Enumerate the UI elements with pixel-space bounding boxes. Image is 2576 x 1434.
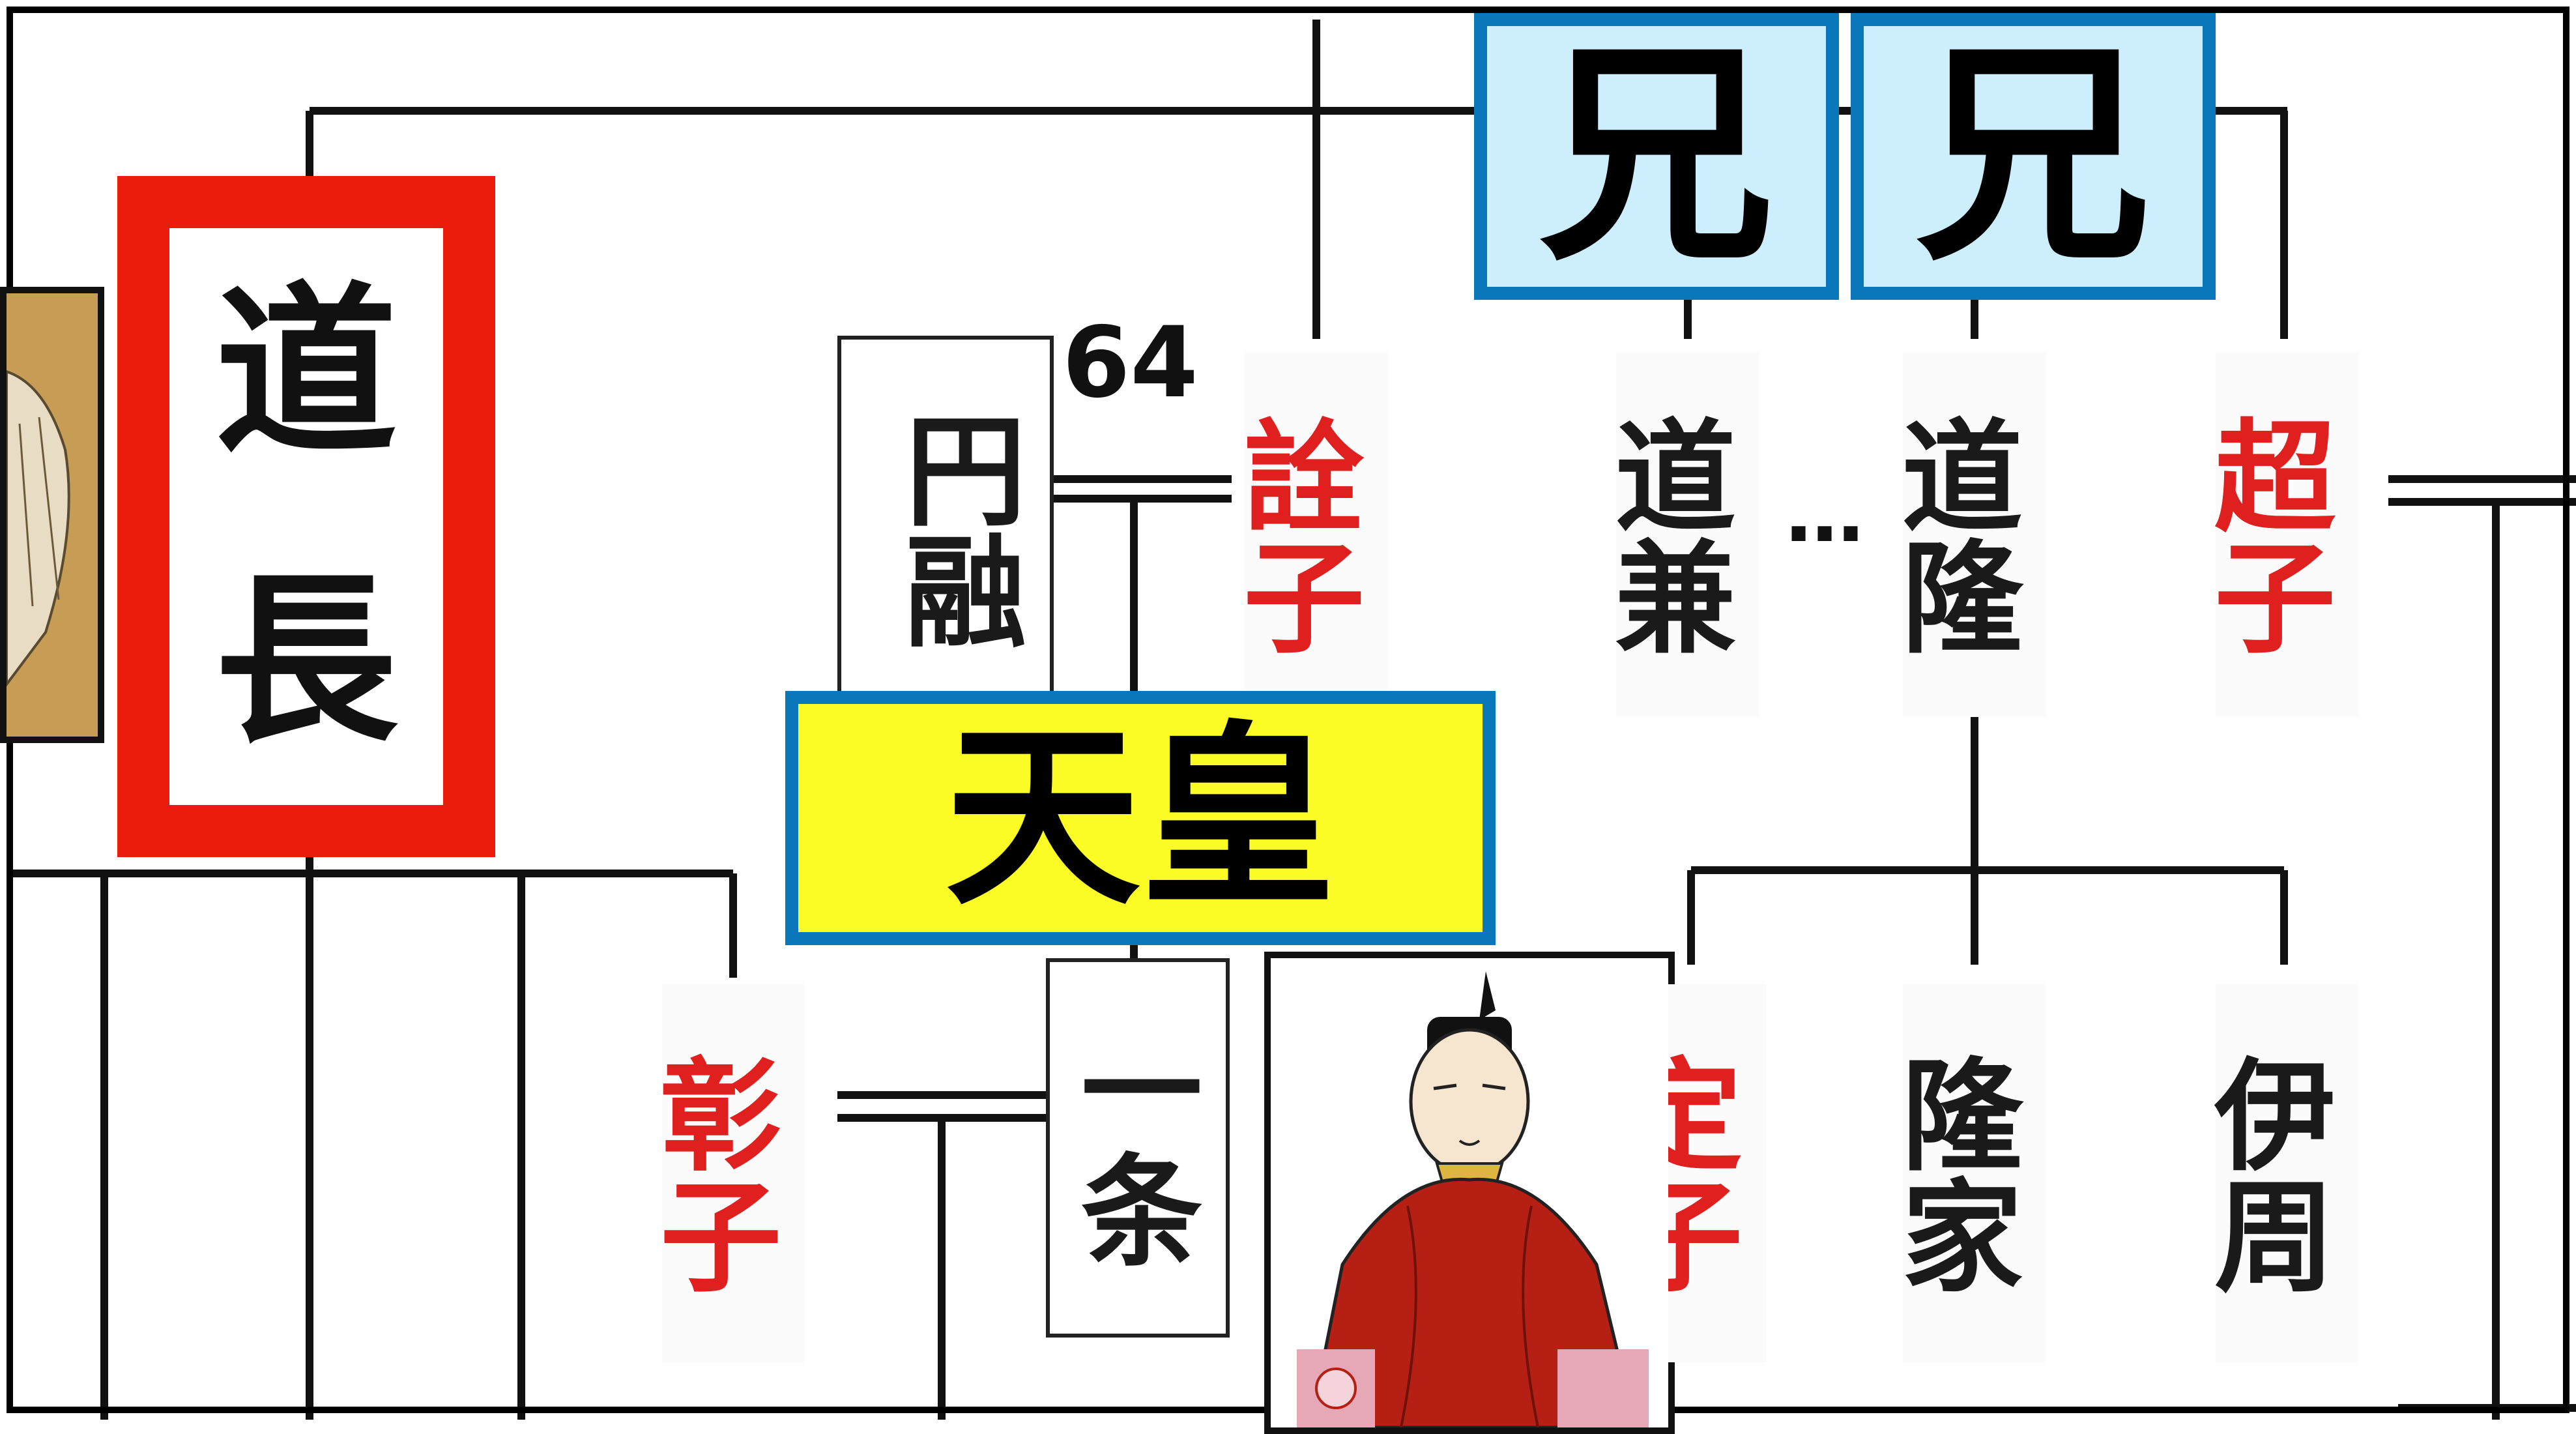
michitaka-name: 道隆 (1881, 352, 2046, 717)
michinaga-name: 道 長 (169, 228, 443, 805)
teishi-name: 定子 (1668, 984, 1766, 1362)
korechika-name: 伊周 (2193, 984, 2359, 1362)
michinaga-portrait-image (0, 287, 104, 743)
emperor-label: 天皇 (785, 691, 1496, 945)
enyu-name: 円融 (837, 336, 1054, 722)
emperor-number-64: 64 (1062, 306, 1198, 420)
michikane-name: 道兼 (1594, 352, 1759, 717)
michinaga-char-2: 長 (215, 553, 398, 768)
senshi-name: 詮子 (1223, 352, 1388, 717)
elder-brother-label-2: 兄 (1851, 13, 2216, 300)
ichijo-portrait-image (1264, 952, 1675, 1434)
ichijo-name: 一条 (1046, 958, 1230, 1338)
choshi-name: 超子 (2193, 352, 2359, 717)
shoshi-name: 彰子 (639, 984, 805, 1362)
michinaga-highlight-box: 道 長 (117, 176, 495, 857)
michinaga-char-1: 道 (215, 265, 398, 480)
elder-brother-label-1: 兄 (1474, 13, 1839, 300)
takaie-name: 隆家 (1881, 984, 2046, 1362)
sibling-ellipsis: … (1786, 469, 1868, 560)
